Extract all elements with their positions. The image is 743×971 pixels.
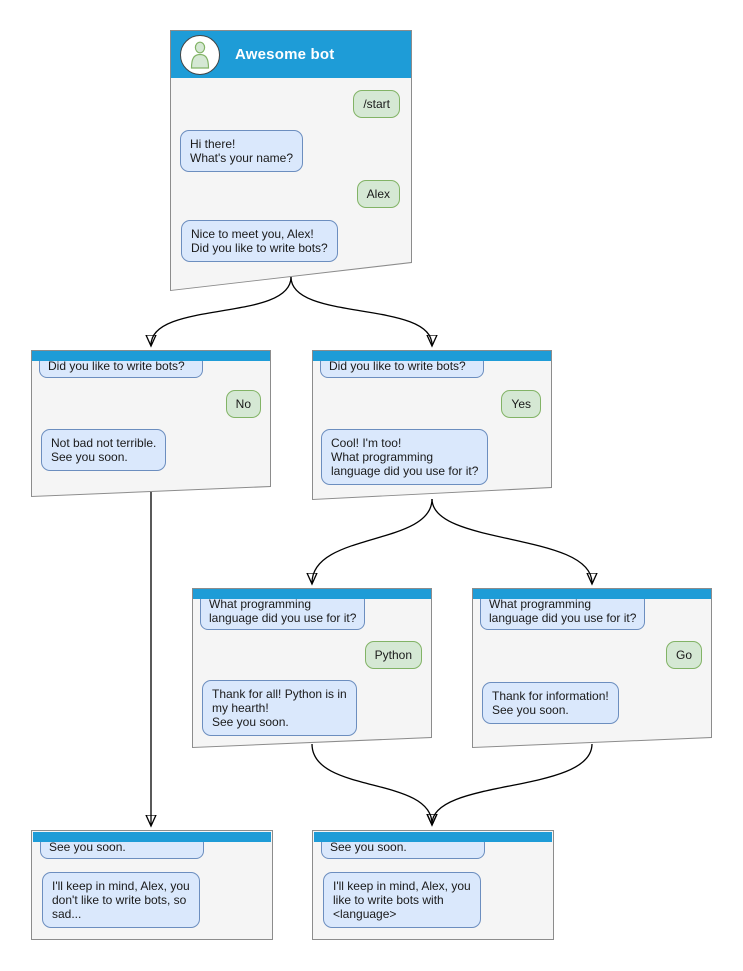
arrow-yes-to-go bbox=[431, 498, 592, 583]
chat-window-branch-yes: Did you like to write bots? Yes Cool! I'… bbox=[312, 350, 552, 500]
chat-bubble-user: No bbox=[225, 390, 261, 418]
chat-bubble-bot: Not bad not terrible. See you soon. bbox=[41, 429, 167, 471]
arrow-go-to-final bbox=[432, 743, 593, 824]
chat-bubble-bot: Hi there! What's your name? bbox=[180, 130, 304, 172]
chat-window-branch-no: Did you like to write bots? No Not bad n… bbox=[31, 350, 271, 497]
window-header bbox=[193, 589, 431, 599]
chat-bubble-user: /start bbox=[353, 90, 400, 118]
chat-window-final-language: See you soon. I'll keep in mind, Alex, y… bbox=[312, 830, 554, 940]
chat-bubble-user: Alex bbox=[356, 180, 400, 208]
chat-bubble-user: Yes bbox=[501, 390, 541, 418]
window-header: Awesome bot bbox=[171, 31, 411, 78]
chat-window-main: Awesome bot /start Hi there! What's your… bbox=[170, 30, 412, 291]
arrow-python-to-final bbox=[311, 743, 432, 824]
arrow-yes-to-python bbox=[312, 498, 433, 583]
chat-bubble-bot: I'll keep in mind, Alex, you like to wri… bbox=[323, 872, 481, 928]
chat-window-branch-go: What programming language did you use fo… bbox=[472, 588, 712, 748]
window-header bbox=[33, 832, 271, 842]
person-icon bbox=[190, 41, 210, 69]
chat-window-branch-python: What programming language did you use fo… bbox=[192, 588, 432, 748]
window-header bbox=[473, 589, 711, 599]
window-header bbox=[32, 351, 270, 361]
chat-bubble-bot: Cool! I'm too! What programming language… bbox=[321, 429, 489, 485]
chat-bubble-bot: Thank for information! See you soon. bbox=[482, 682, 619, 724]
chat-bubble-user: Go bbox=[665, 641, 702, 669]
window-header bbox=[314, 832, 552, 842]
chat-bubble-bot: Nice to meet you, Alex! Did you like to … bbox=[181, 220, 338, 262]
chat-bubble-bot: I'll keep in mind, Alex, you don't like … bbox=[42, 872, 200, 928]
chat-bubble-user: Python bbox=[364, 641, 422, 669]
avatar bbox=[180, 34, 220, 75]
chat-bubble-bot: Thank for all! Python is in my hearth! S… bbox=[202, 680, 357, 736]
window-title: Awesome bot bbox=[235, 46, 335, 63]
chat-window-final-no: See you soon. I'll keep in mind, Alex, y… bbox=[31, 830, 273, 940]
window-header bbox=[313, 351, 551, 361]
